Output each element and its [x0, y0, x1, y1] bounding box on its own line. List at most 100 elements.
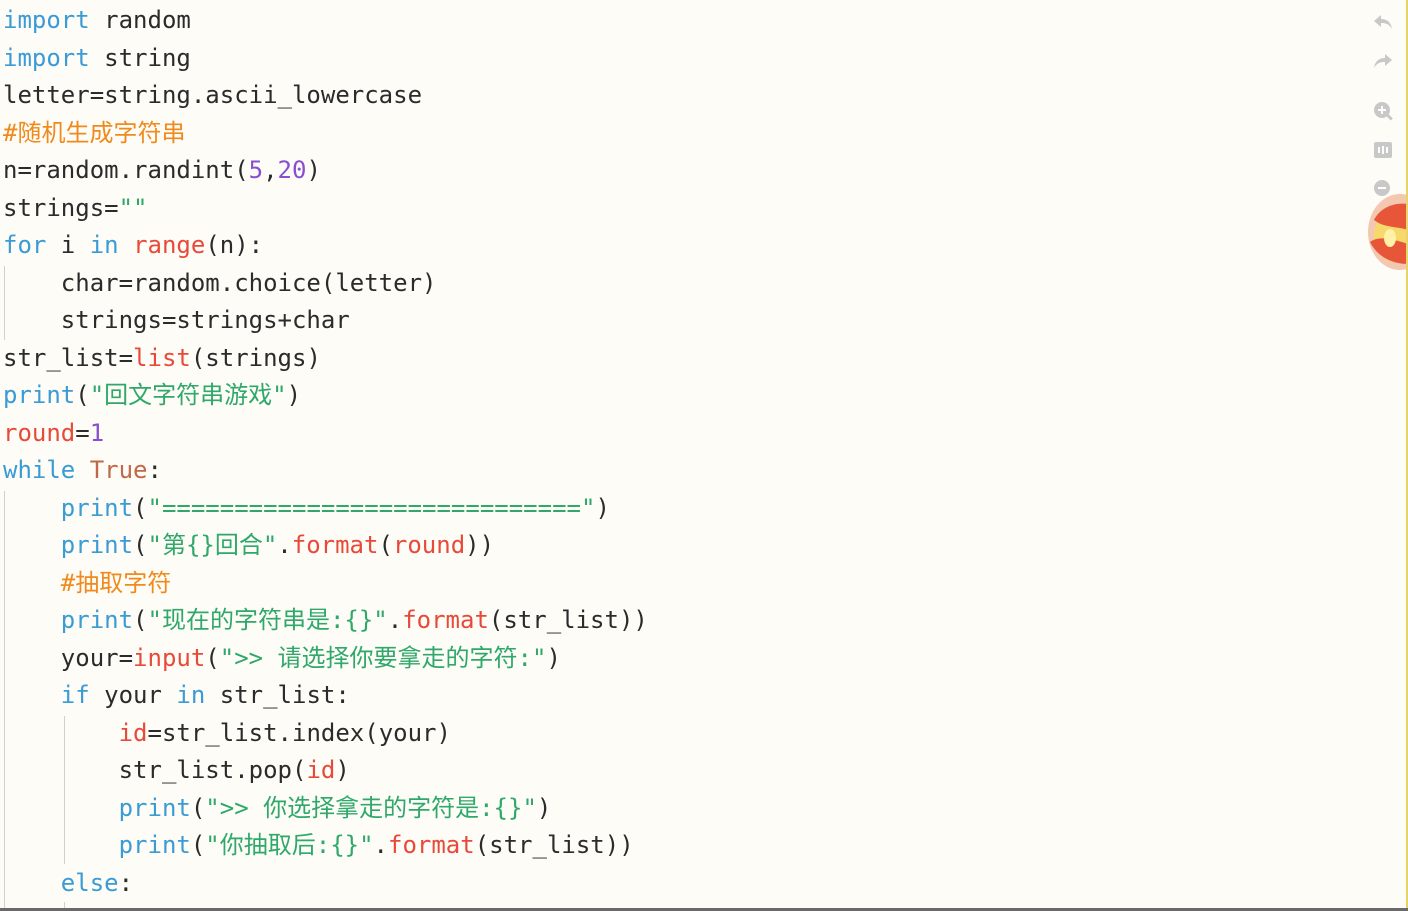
code-token: ) — [306, 156, 321, 184]
code-token: ) — [286, 381, 302, 409]
code-line: #随机生成字符串 — [3, 115, 185, 152]
code-token: strings= — [3, 193, 119, 222]
code-token: random — [89, 6, 191, 34]
code-token: "现在的字符串是:{}" — [147, 606, 388, 634]
code-token: i — [46, 231, 90, 259]
code-token: while — [3, 456, 76, 484]
code-token: round — [392, 531, 466, 559]
code-token: "第{}回合" — [147, 531, 278, 559]
code-token: "回文字符串游戏" — [89, 381, 287, 409]
code-token — [3, 869, 61, 897]
zoom-out-button[interactable] — [1370, 176, 1396, 202]
code-token: id — [118, 718, 148, 747]
code-token — [3, 494, 61, 522]
code-token — [3, 794, 119, 822]
code-token: format — [402, 606, 489, 634]
redo-button[interactable] — [1370, 48, 1396, 74]
zoom-in-button[interactable] — [1370, 98, 1396, 124]
code-token: "=============================" — [147, 493, 596, 522]
code-token: range — [133, 231, 206, 259]
code-token: "你抽取后:{}" — [205, 831, 374, 859]
code-token: . — [373, 831, 388, 859]
code-token — [3, 831, 119, 859]
code-token: , — [263, 156, 278, 184]
code-line: import string — [3, 40, 191, 77]
code-token: ( — [378, 531, 393, 559]
code-token: (n): — [205, 231, 264, 259]
code-token: ( — [190, 831, 206, 859]
right-toolbar — [1360, 0, 1408, 911]
code-token: input — [133, 643, 206, 672]
code-token: #随机生成字符串 — [3, 118, 186, 147]
code-line: n=random.randint(5,20) — [3, 152, 321, 189]
code-line: if your in str_list: — [3, 677, 350, 714]
code-token: import — [3, 6, 90, 34]
code-token: your — [89, 681, 177, 709]
code-line: strings=strings+char — [3, 302, 350, 339]
code-line: print("回文字符串游戏") — [3, 377, 301, 414]
code-line: #抽取字符 — [3, 565, 171, 602]
code-line: while True: — [3, 452, 162, 489]
code-token: (str_list)) — [474, 831, 634, 859]
code-token: list — [133, 343, 191, 372]
code-token: if — [60, 681, 90, 709]
code-token — [3, 719, 119, 747]
code-token: (strings) — [190, 343, 321, 372]
zoom-out-icon — [1374, 180, 1390, 196]
code-line: print("现在的字符串是:{}".format(str_list)) — [3, 602, 648, 639]
code-token: : — [118, 868, 134, 897]
code-token: ">> 请选择你要拿走的字符:" — [219, 643, 547, 672]
code-token: import — [3, 43, 90, 72]
ruler-icon — [1374, 142, 1392, 158]
code-line: char=random.choice(letter) — [3, 265, 437, 302]
code-token: format — [388, 831, 475, 859]
indent-guide — [64, 902, 65, 911]
code-token: ( — [133, 493, 148, 522]
code-token: strings=strings+char — [3, 306, 350, 334]
indent-guide — [4, 266, 5, 340]
code-line: round=1 — [3, 415, 104, 452]
code-token: ( — [205, 643, 220, 672]
code-token: 20 — [277, 156, 307, 184]
code-token: )) — [465, 531, 495, 559]
code-token: ( — [75, 381, 90, 409]
code-token: (str_list)) — [488, 606, 648, 634]
code-token: . — [387, 606, 403, 634]
code-token: ) — [335, 756, 350, 784]
code-token: =str_list.index(your) — [147, 718, 451, 747]
code-token: ">> 你选择拿走的字符是:{}" — [205, 793, 537, 822]
code-line: print("你抽取后:{}".format(str_list)) — [3, 827, 634, 864]
code-token: in — [89, 231, 119, 259]
indent-guide — [64, 716, 65, 864]
code-token: ) — [595, 493, 610, 522]
code-token — [3, 569, 61, 597]
code-token — [3, 606, 61, 634]
code-token: True — [89, 456, 148, 484]
code-token: in — [176, 681, 206, 709]
code-token: = — [75, 418, 90, 447]
code-line: else: — [3, 865, 133, 902]
code-line: str_list.pop(id) — [3, 752, 350, 789]
code-line: strings="" — [3, 190, 148, 227]
ruler-button[interactable] — [1370, 137, 1396, 163]
code-token: string — [89, 43, 191, 72]
code-token: else — [60, 868, 119, 897]
code-token: your= — [3, 643, 134, 672]
code-token: letter=string.ascii_lowercase — [3, 81, 423, 109]
code-line: for i in range(n): — [3, 227, 263, 264]
code-line: print(">> 你选择拿走的字符是:{}") — [3, 790, 552, 827]
code-line: id=str_list.index(your) — [3, 715, 451, 752]
code-line: print("第{}回合".format(round)) — [3, 527, 494, 564]
code-token — [3, 531, 61, 559]
code-line: str_list=list(strings) — [3, 340, 321, 377]
code-token: "" — [118, 193, 148, 222]
code-token: ( — [190, 793, 206, 822]
code-token: n=random.randint( — [3, 156, 249, 184]
mascot-image — [1368, 194, 1408, 270]
code-token: str_list: — [205, 681, 350, 709]
code-token: #抽取字符 — [60, 568, 172, 597]
code-token: str_list.pop( — [3, 756, 307, 784]
undo-button[interactable] — [1370, 9, 1396, 35]
code-token: print — [118, 793, 191, 822]
